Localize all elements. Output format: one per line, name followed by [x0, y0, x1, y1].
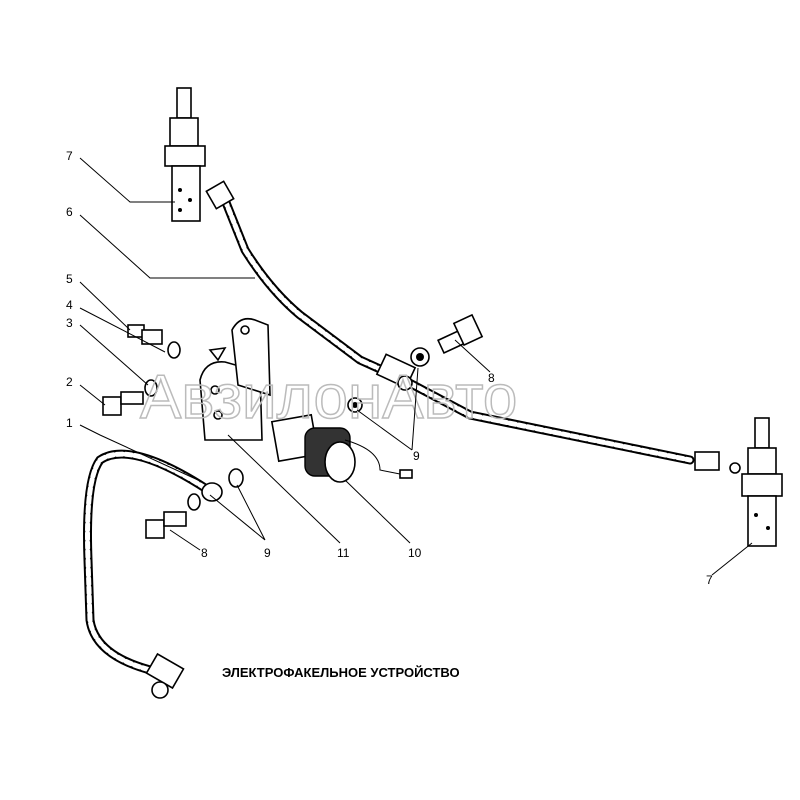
bracket [199, 317, 271, 441]
bolt-right [437, 313, 484, 355]
bolt-8-lower [145, 468, 244, 539]
callout-3: 3 [66, 316, 73, 330]
callout-10: 10 [408, 546, 422, 560]
diagram-title: ЭЛЕКТРОФАКЕЛЬНОЕ УСТРОЙСТВО [222, 665, 460, 680]
arrow-icon [208, 346, 227, 362]
bolt-2 [102, 379, 158, 416]
callout-6: 6 [66, 205, 73, 219]
callout-7-top: 7 [66, 149, 73, 163]
glow-plug-right [694, 417, 783, 547]
callout-9-lower: 9 [264, 546, 271, 560]
fuel-line-upper [220, 195, 695, 465]
bolt-5 [127, 324, 181, 359]
callout-5: 5 [66, 272, 73, 286]
callout-8-lower: 8 [201, 546, 208, 560]
callout-1: 1 [66, 416, 73, 430]
callout-8-upper: 8 [488, 371, 495, 385]
callout-9-upper: 9 [413, 449, 420, 463]
solenoid-valve [270, 413, 413, 483]
callout-11: 11 [337, 546, 350, 560]
callout-7-right: 7 [706, 573, 713, 587]
banjo-fitting-lower [145, 652, 185, 699]
callout-2: 2 [66, 375, 73, 389]
fuel-line-lower [83, 449, 210, 675]
leader-lines [79, 157, 753, 576]
glow-plug-top [164, 87, 235, 222]
banjo-fitting-center [347, 347, 430, 413]
watermark: АвзилонАвто [140, 363, 517, 432]
callout-4: 4 [66, 298, 73, 312]
